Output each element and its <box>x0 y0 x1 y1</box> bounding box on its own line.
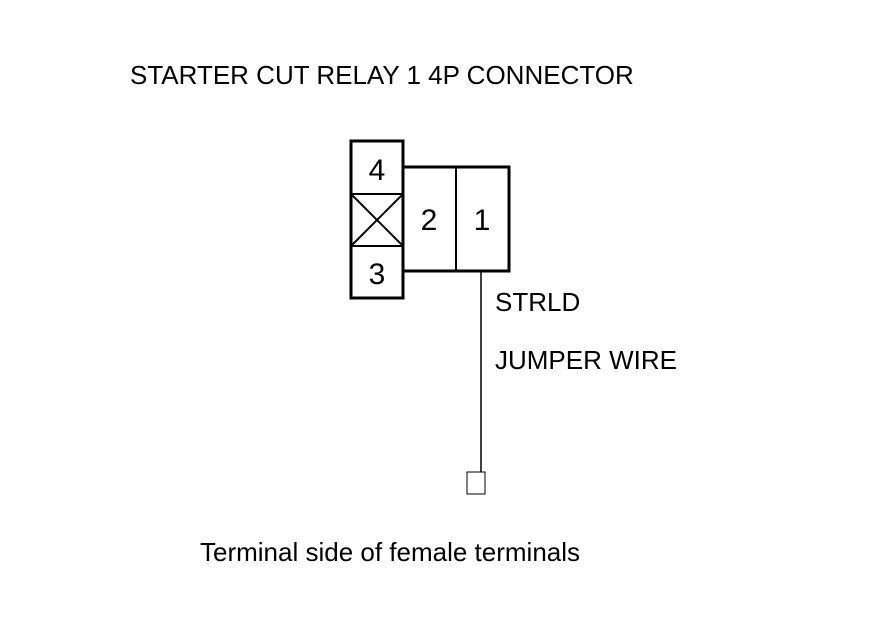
diagram-title: STARTER CUT RELAY 1 4P CONNECTOR <box>130 60 634 90</box>
wire-label-jumper: JUMPER WIRE <box>495 345 677 375</box>
pin-4-label: 4 <box>369 154 386 187</box>
crossed-box-icon <box>350 193 404 247</box>
pin-1-label: 1 <box>474 204 491 237</box>
wire-end-terminal-icon <box>466 471 486 495</box>
wire-label-strld: STRLD <box>495 287 581 317</box>
pin-3-label: 3 <box>369 258 386 291</box>
pin-2-label: 2 <box>421 204 438 237</box>
diagram-caption: Terminal side of female terminals <box>200 537 581 567</box>
